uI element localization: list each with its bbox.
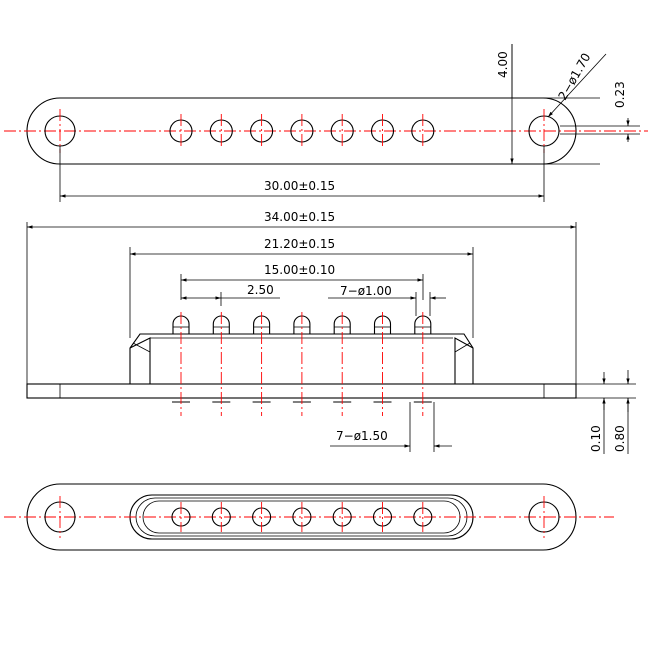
dim-pin-dia: 7−ø1.00 <box>340 284 392 298</box>
dim-offset: 0.23 <box>613 81 627 108</box>
pin-side <box>210 312 233 416</box>
bottom-view-pin-holes <box>171 502 433 532</box>
pin-side <box>331 312 354 416</box>
pin-side <box>371 312 394 416</box>
dim-height-top: 4.00 <box>496 51 510 78</box>
pin-side <box>290 312 313 416</box>
dim-mount-hole-dia: 2−ø1.70 <box>555 51 593 103</box>
top-view-mount-holes <box>44 109 560 153</box>
side-view-pins <box>170 312 434 416</box>
housing-left-end <box>129 337 151 384</box>
pin-side <box>250 312 273 416</box>
top-view: 4.00 2−ø1.70 0.23 30.00±0.15 <box>4 44 648 202</box>
dim-pin-span: 15.00±0.10 <box>264 263 335 277</box>
dim-overall-length: 34.00±0.15 <box>264 210 335 224</box>
housing-right-end <box>454 337 474 384</box>
dim-pitch: 2.50 <box>247 283 274 297</box>
dim-mount-spacing: 30.00±0.15 <box>264 179 335 193</box>
pin-side <box>170 312 192 416</box>
pin-side <box>411 312 434 416</box>
dim-housing-length: 21.20±0.15 <box>264 237 335 251</box>
side-view: 34.00±0.15 21.20±0.15 15.00±0.10 2.50 7−… <box>26 210 636 454</box>
dim-plate-thickness: 0.10 <box>589 425 603 452</box>
dim-total-thickness: 0.80 <box>613 425 627 452</box>
dim-pad-dia: 7−ø1.50 <box>336 429 388 443</box>
bottom-view <box>4 483 614 551</box>
top-view-pin-holes <box>169 114 435 148</box>
